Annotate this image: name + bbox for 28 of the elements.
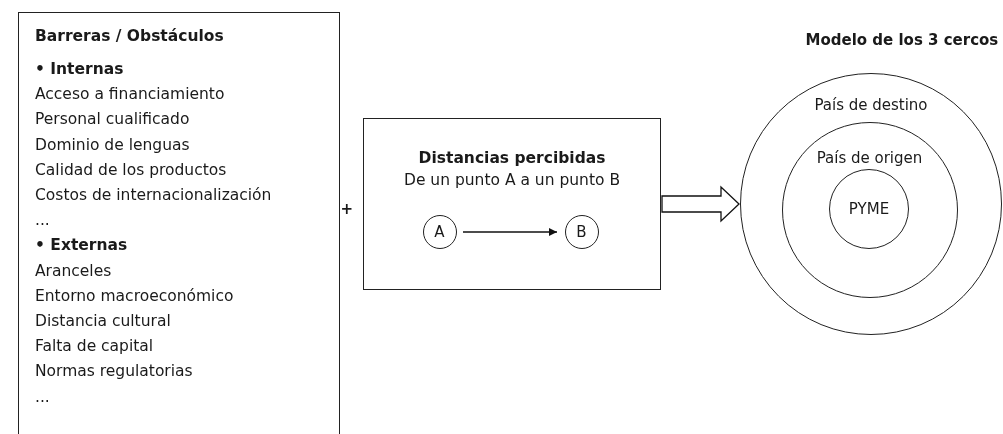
diagram-heading: Modelo de los 3 cercos [805, 31, 999, 49]
node-label: A [433, 222, 446, 241]
list-item: Falta de capital [35, 337, 154, 356]
list-item: Costos de internacionalización [35, 186, 272, 204]
list-item: Entorno macroeconómico [35, 286, 234, 305]
list-item: Distancia cultural [35, 312, 171, 330]
box-title: Barreras / Obstáculos [35, 27, 224, 45]
node-label: B [575, 222, 588, 241]
process-box [363, 118, 661, 290]
list-item: Acceso a financiamiento [35, 85, 225, 104]
box-title: Distancias percibidas [417, 149, 607, 167]
list-item: Personal cualificado [35, 110, 190, 129]
plus-sign: + [340, 200, 354, 218]
list-item: Calidad de los productos [35, 160, 227, 179]
category-heading: • Internas [35, 60, 124, 78]
list-item: Dominio de lenguas [35, 135, 190, 154]
node-label: País de origen [815, 148, 924, 167]
list-item: ... [35, 387, 50, 406]
barrier-list-box [18, 12, 340, 434]
arrow [462, 228, 558, 236]
box-subtitle: De un punto A a un punto B [402, 171, 622, 189]
category-heading: • Externas [35, 236, 128, 255]
node-label: PYME [847, 200, 891, 218]
list-item: ... [35, 211, 50, 230]
node-label: País de destino [813, 96, 929, 114]
block-arrow [661, 185, 740, 223]
list-item: Aranceles [35, 261, 112, 280]
list-item: Normas regulatorias [35, 362, 193, 381]
